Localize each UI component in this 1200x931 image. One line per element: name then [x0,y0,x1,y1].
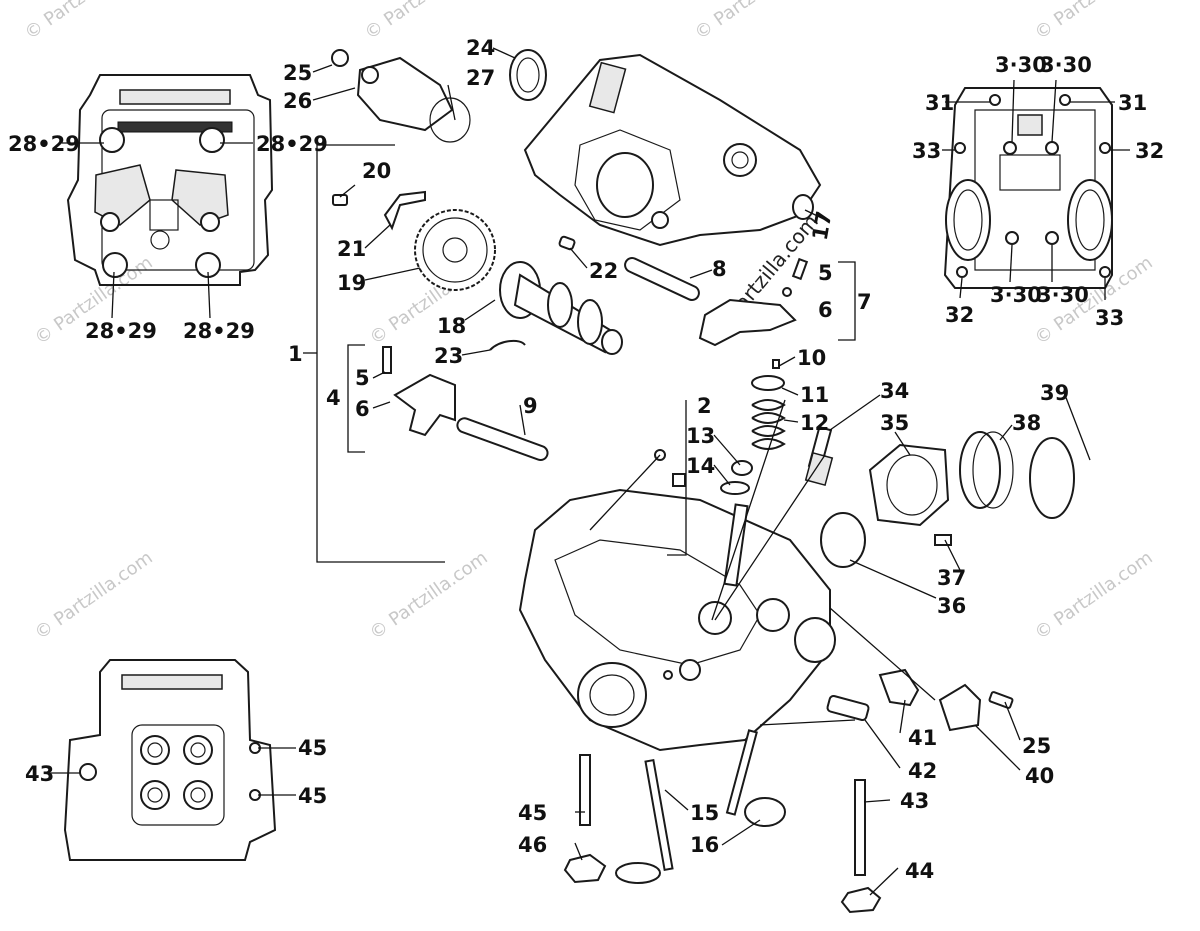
callout-15: 15 [690,801,719,825]
callout-3-30: 3·30 [1037,283,1089,307]
callout-3-30: 3·30 [1040,53,1092,77]
callout-45: 45 [298,736,327,760]
callout-33: 33 [912,139,941,163]
inset-head-top-view [66,74,274,286]
callout-36: 36 [937,594,966,618]
cam-sprocket [414,209,496,291]
callout-45: 45 [298,784,327,808]
callout-14: 14 [686,454,715,478]
callout-10: 10 [797,346,826,370]
sensor-42 [826,694,870,722]
callout-31: 31 [1118,91,1147,115]
callout-26: 26 [283,89,312,113]
inset-head-cover-top-view [943,87,1113,289]
callout-33: 33 [1095,306,1124,330]
callout-41: 41 [908,726,937,750]
callout-43: 43 [25,762,54,786]
callout-3-30: 3·30 [995,53,1047,77]
callout-39: 39 [1040,381,1069,405]
callout-32: 32 [1135,139,1164,163]
callout-46: 46 [518,833,547,857]
valve-16 [725,729,786,827]
nut-46 [563,853,607,884]
rocker-arm [698,298,797,347]
group-bracket-lines [303,144,856,563]
callout-5: 5 [355,366,370,390]
spark-plug [804,425,834,487]
callout-22: 22 [589,259,618,283]
callout-4: 4 [326,386,341,410]
callout-23: 23 [434,344,463,368]
callout-28-29: 28•29 [85,319,157,343]
callout-6: 6 [355,397,370,421]
callout-34: 34 [880,379,909,403]
tube-seal [792,194,814,220]
callout-31: 31 [925,91,954,115]
snap-ring [489,339,526,351]
watermark: © Partzilla.com [1031,0,1157,44]
callout-1: 1 [288,342,303,366]
callout-25: 25 [1022,734,1051,758]
callout-21: 21 [337,237,366,261]
leader-lines [45,47,1130,896]
callout-6: 6 [818,298,833,322]
callout-24: 24 [466,36,495,60]
callout-25: 25 [283,61,312,85]
callout-13: 13 [686,424,715,448]
watermark: © Partzilla.com [31,547,157,644]
rocker-shaft [624,257,700,301]
callout-44: 44 [905,859,934,883]
dowel-pin [558,235,576,251]
callout-16: 16 [690,833,719,857]
callout-3-30: 3·30 [990,283,1042,307]
temp-sensor-41 [878,668,920,707]
stud-43 [854,779,866,876]
bolt-25 [988,691,1014,709]
rocker-arm-left [393,373,456,437]
watermark: © Partzilla.com [21,0,147,44]
callout-28-29: 28•29 [183,319,255,343]
callout-40: 40 [1025,764,1054,788]
chain-guide-bracket [383,190,426,231]
valve-15 [615,758,674,884]
callout-12: 12 [800,411,829,435]
bolt [332,194,348,206]
callout-45: 45 [518,801,547,825]
inset-head-bottom-view [63,659,277,861]
callout-27: 27 [466,66,495,90]
callout-9: 9 [523,394,538,418]
rocker-pin [456,417,549,462]
callout-37: 37 [937,566,966,590]
camshaft [499,261,623,355]
tensioner-cover [331,49,471,143]
cam-carrier-housing [523,53,822,247]
callout-42: 42 [908,759,937,783]
watermark: © Partzilla.com [691,0,817,44]
callout-35: 35 [880,411,909,435]
callout-28-29: 28•29 [256,132,328,156]
thermostat-housing-40 [938,683,982,732]
callout-43: 43 [900,789,929,813]
valve-spring-assembly [720,359,786,495]
callout-18: 18 [437,314,466,338]
callout-11: 11 [800,383,829,407]
intake-boot [820,431,1075,568]
callout-19: 19 [337,271,366,295]
callout-17: 17 [808,209,837,242]
watermark: © Partzilla.com [1031,547,1157,644]
callout-8: 8 [712,257,727,281]
callout-labels: 1 2 4 5 5 6 6 7 8 9 10 11 12 13 14 15 16… [8,36,1164,883]
seal-ring [509,49,547,101]
callout-7: 7 [857,290,872,314]
stud-45 [579,754,591,826]
callout-28-29: 28•29 [8,132,80,156]
callout-32: 32 [945,303,974,327]
callout-5: 5 [818,261,833,285]
callout-2: 2 [697,394,712,418]
callout-20: 20 [362,159,391,183]
callout-38: 38 [1012,411,1041,435]
cylinder-head [518,449,836,752]
